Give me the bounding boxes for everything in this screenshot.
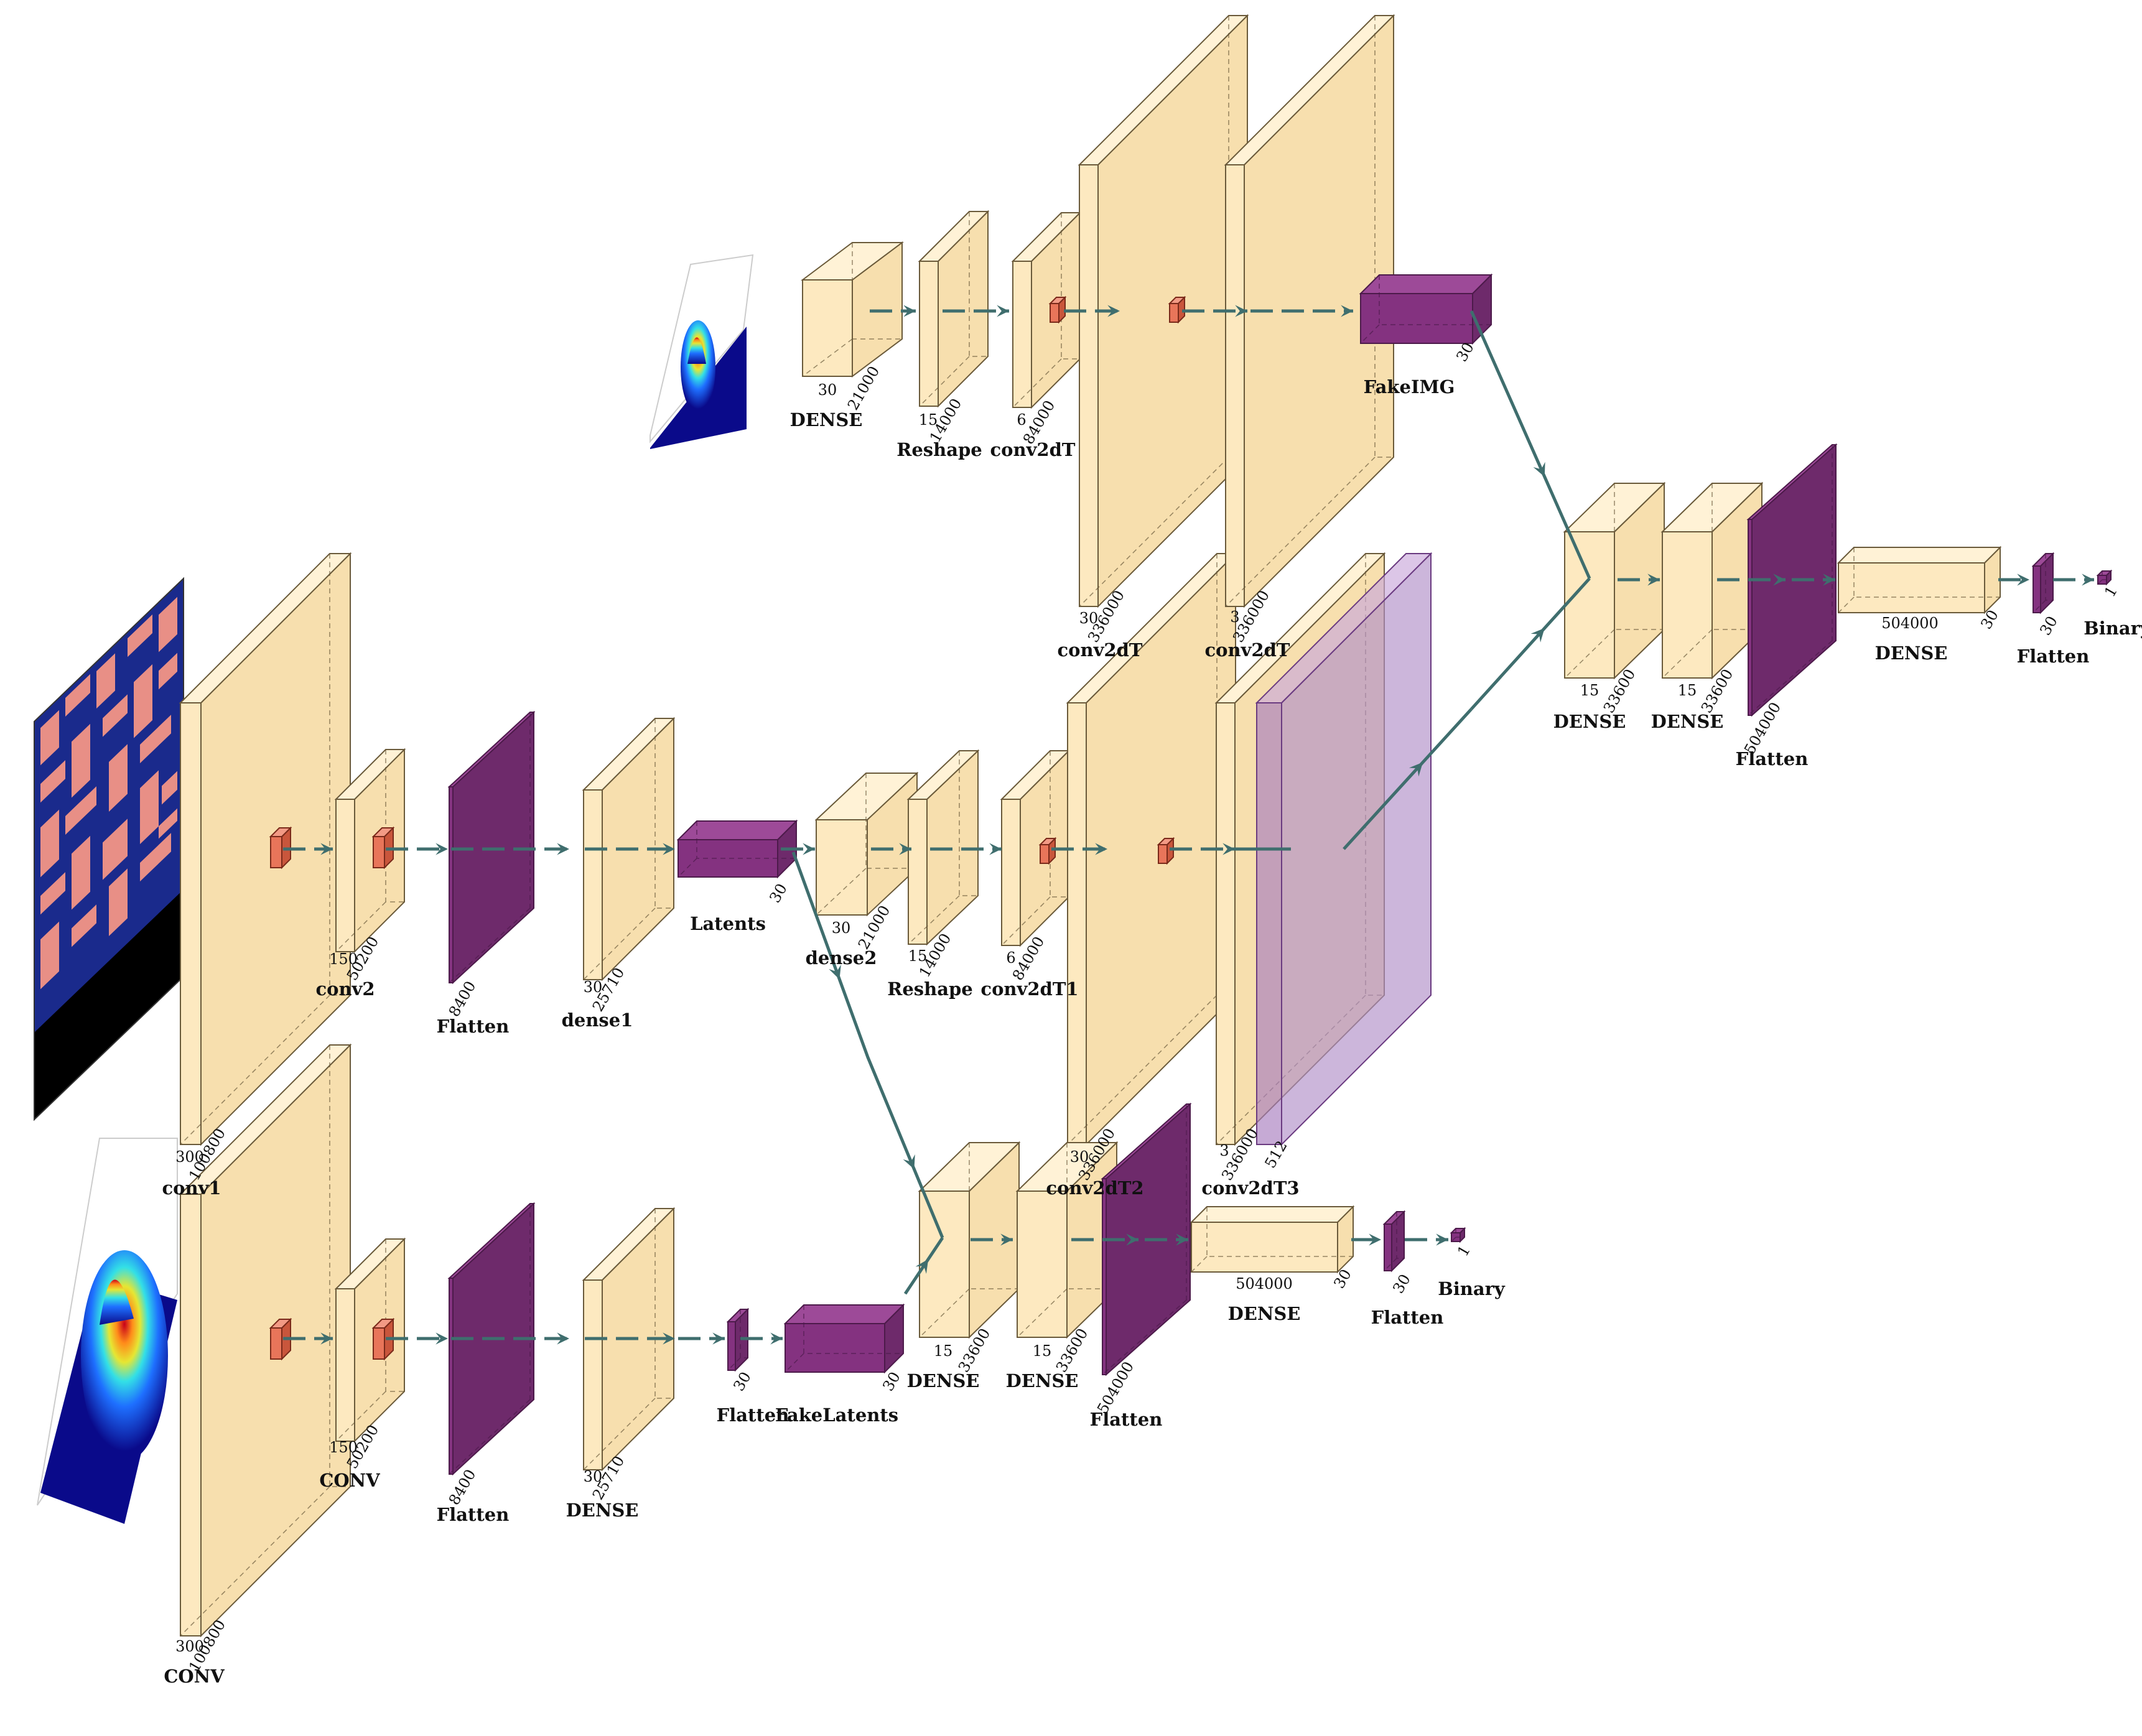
dim-flatten1: 8400 [445, 978, 480, 1020]
label-flatten1: Flatten [437, 1016, 510, 1037]
pool-4 [1158, 838, 1173, 863]
label-bot-dense: DENSE [566, 1500, 639, 1521]
arrow-d2-4 [1351, 1233, 1381, 1245]
label-conv2dT2: conv2dT2 [1046, 1177, 1143, 1199]
label-d1-flatten2: Flatten [2017, 646, 2090, 667]
dim-dense2-a: 30 [832, 919, 851, 937]
layer-blocks [180, 16, 2111, 1636]
pool-3 [1040, 838, 1055, 863]
label-d2-dense-c: DENSE [1228, 1303, 1301, 1324]
label-gen-fakeimg: FakeIMG [1364, 376, 1455, 397]
dim-d2b-a: 15 [1033, 1342, 1052, 1360]
dim-g-c2t-a: 6 [1017, 411, 1026, 429]
arrow-fakeimg-to-d1 [1471, 311, 1590, 578]
arrow-d1-4 [1998, 573, 2029, 585]
label-conv1: conv1 [162, 1177, 221, 1199]
label-latents: Latents [690, 913, 766, 934]
arrow-d1-5 [2053, 573, 2094, 585]
label-gen-conv2dT-b: conv2dT [1205, 639, 1290, 661]
dim-d2-flat2: 30 [1389, 1271, 1414, 1296]
d1-dense-c-block [1838, 547, 2000, 613]
label-conv2dT1: conv2dT1 [980, 978, 1078, 1000]
gaussian-surface-plot-top [650, 255, 753, 449]
dim-d2c-a: 504000 [1236, 1275, 1293, 1293]
latents-block [678, 821, 796, 877]
dim-d1-bin: 1 [2101, 583, 2121, 600]
gen-reshape-block [920, 211, 988, 406]
dense2-block [816, 773, 917, 915]
arrow-d2-5 [1405, 1233, 1448, 1245]
d2-flatten2-block [1384, 1212, 1404, 1271]
bot-fakelatents-block [785, 1305, 903, 1372]
d1-dense-b-block [1662, 483, 1762, 678]
label-dense1: dense1 [562, 1010, 633, 1031]
dim-d2a-a: 15 [934, 1342, 953, 1360]
label-bot-flatten: Flatten [437, 1504, 510, 1525]
d2-binary-block [1451, 1228, 1464, 1242]
label-reshape: Reshape [887, 978, 972, 1000]
dim-c2t3-a: 3 [1219, 1142, 1229, 1159]
dim-d2-bin: 1 [1454, 1242, 1474, 1259]
dim-b-flat2: 30 [730, 1369, 755, 1394]
label-conv2: conv2 [315, 978, 375, 1000]
dim-d2-flat: 504000 [1094, 1358, 1137, 1416]
label-bot-fakelatents: FakeLatents [775, 1404, 898, 1426]
d2-dense-c-block [1191, 1207, 1353, 1272]
label-d2-flatten2: Flatten [1371, 1307, 1444, 1328]
d1-binary-block [2098, 571, 2111, 584]
label-conv2dT3: conv2dT3 [1201, 1177, 1299, 1199]
dim-g-dense-a: 30 [818, 381, 837, 399]
gen-pool-1 [1050, 297, 1065, 322]
dim-c2t1-a: 6 [1006, 949, 1015, 967]
dim-d1b-a: 15 [1678, 682, 1697, 699]
d1-flatten2-block [2033, 554, 2053, 613]
dim-latents: 30 [766, 881, 791, 906]
dim-d1a-a: 15 [1580, 682, 1600, 699]
dim-d1-flat2: 30 [2036, 613, 2061, 638]
gaussian-surface-plot-bottom [37, 1138, 177, 1524]
dim-d1c-a: 504000 [1881, 615, 1939, 632]
arrow-b5 [678, 1332, 725, 1344]
label-d2-binary: Binary [1438, 1278, 1506, 1299]
label-d1-binary: Binary [2084, 618, 2142, 639]
label-gen-dense: DENSE [790, 409, 863, 430]
label-d1-dense-c: DENSE [1875, 643, 1948, 664]
pacman-frame-image [34, 578, 184, 1120]
gen-fakeimg-block [1361, 275, 1491, 343]
label-bot-conv2: CONV [319, 1470, 380, 1491]
